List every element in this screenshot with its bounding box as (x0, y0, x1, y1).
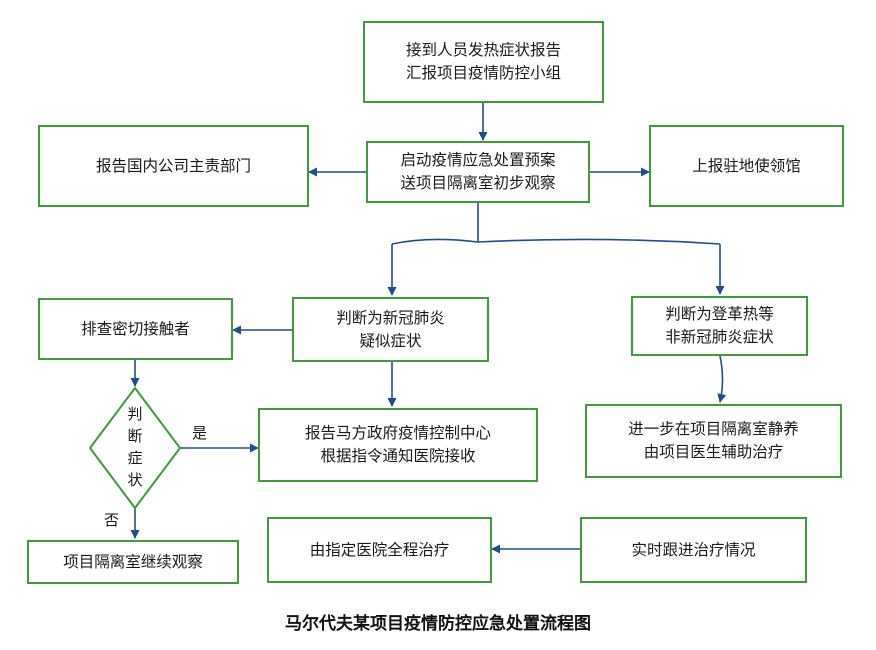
trace-contacts-line1: 排查密切接触者 (81, 319, 190, 338)
follow-up-line1: 实时跟进治疗情况 (631, 540, 756, 559)
report-embassy-line1: 上报驻地使领馆 (692, 156, 801, 175)
dengue-box: 判断为登革热等 非新冠肺炎症状 (631, 296, 808, 356)
rest-line2: 由项目医生辅助治疗 (643, 443, 784, 461)
decision-char-4: 状 (127, 471, 143, 489)
receive-line2: 汇报项目疫情防控小组 (405, 64, 561, 82)
yes-label: 是 (192, 424, 208, 442)
start-plan-line2: 送项目隔离室初步观察 (400, 174, 556, 192)
suspect-covid-box: 判断为新冠肺炎 疑似症状 (292, 297, 489, 362)
report-gov-line2: 根据指令通知医院接收 (320, 447, 476, 465)
arrow-dengue-to-rest (717, 355, 727, 403)
dengue-line1: 判断为登革热等 (665, 305, 774, 323)
diagram-caption: 马尔代夫某项目疫情防控应急处置流程图 (285, 614, 591, 634)
decision-char-3: 症 (127, 449, 143, 467)
decision-char-2: 断 (127, 427, 143, 445)
line-branch-left (391, 238, 479, 245)
receive-line1: 接到人员发热症状报告 (405, 41, 561, 59)
start-plan-box: 启动疫情应急处置预案 送项目隔离室初步观察 (366, 141, 590, 203)
line-branch-right (477, 238, 721, 245)
trace-contacts-box: 排查密切接触者 (38, 298, 233, 360)
suspect-covid-line2: 疑似症状 (359, 331, 422, 350)
suspect-covid-line1: 判断为新冠肺炎 (336, 308, 445, 327)
decision-char-1: 判 (127, 405, 143, 423)
hospital-line1: 由指定医院全程治疗 (309, 540, 450, 559)
report-domestic-box: 报告国内公司主责部门 (38, 125, 309, 207)
hospital-box: 由指定医院全程治疗 (267, 517, 492, 583)
report-embassy-box: 上报驻地使领馆 (649, 125, 844, 207)
rest-line1: 进一步在项目隔离室静养 (628, 420, 799, 438)
dengue-line2: 非新冠肺炎症状 (665, 328, 774, 346)
report-gov-line1: 报告马方政府疫情控制中心 (304, 424, 491, 442)
continue-obs-line1: 项目隔离室继续观察 (63, 552, 203, 571)
rest-box: 进一步在项目隔离室静养 由项目医生辅助治疗 (585, 404, 842, 478)
follow-up-box: 实时跟进治疗情况 (580, 517, 807, 583)
decision-diamond (88, 386, 182, 510)
no-label: 否 (104, 511, 120, 529)
start-plan-line1: 启动疫情应急处置预案 (400, 151, 556, 169)
report-domestic-line1: 报告国内公司主责部门 (95, 156, 251, 175)
continue-obs-box: 项目隔离室继续观察 (27, 540, 239, 584)
receive-report-box: 接到人员发热症状报告 汇报项目疫情防控小组 (363, 21, 604, 103)
report-gov-box: 报告马方政府疫情控制中心 根据指令通知医院接收 (258, 408, 538, 482)
